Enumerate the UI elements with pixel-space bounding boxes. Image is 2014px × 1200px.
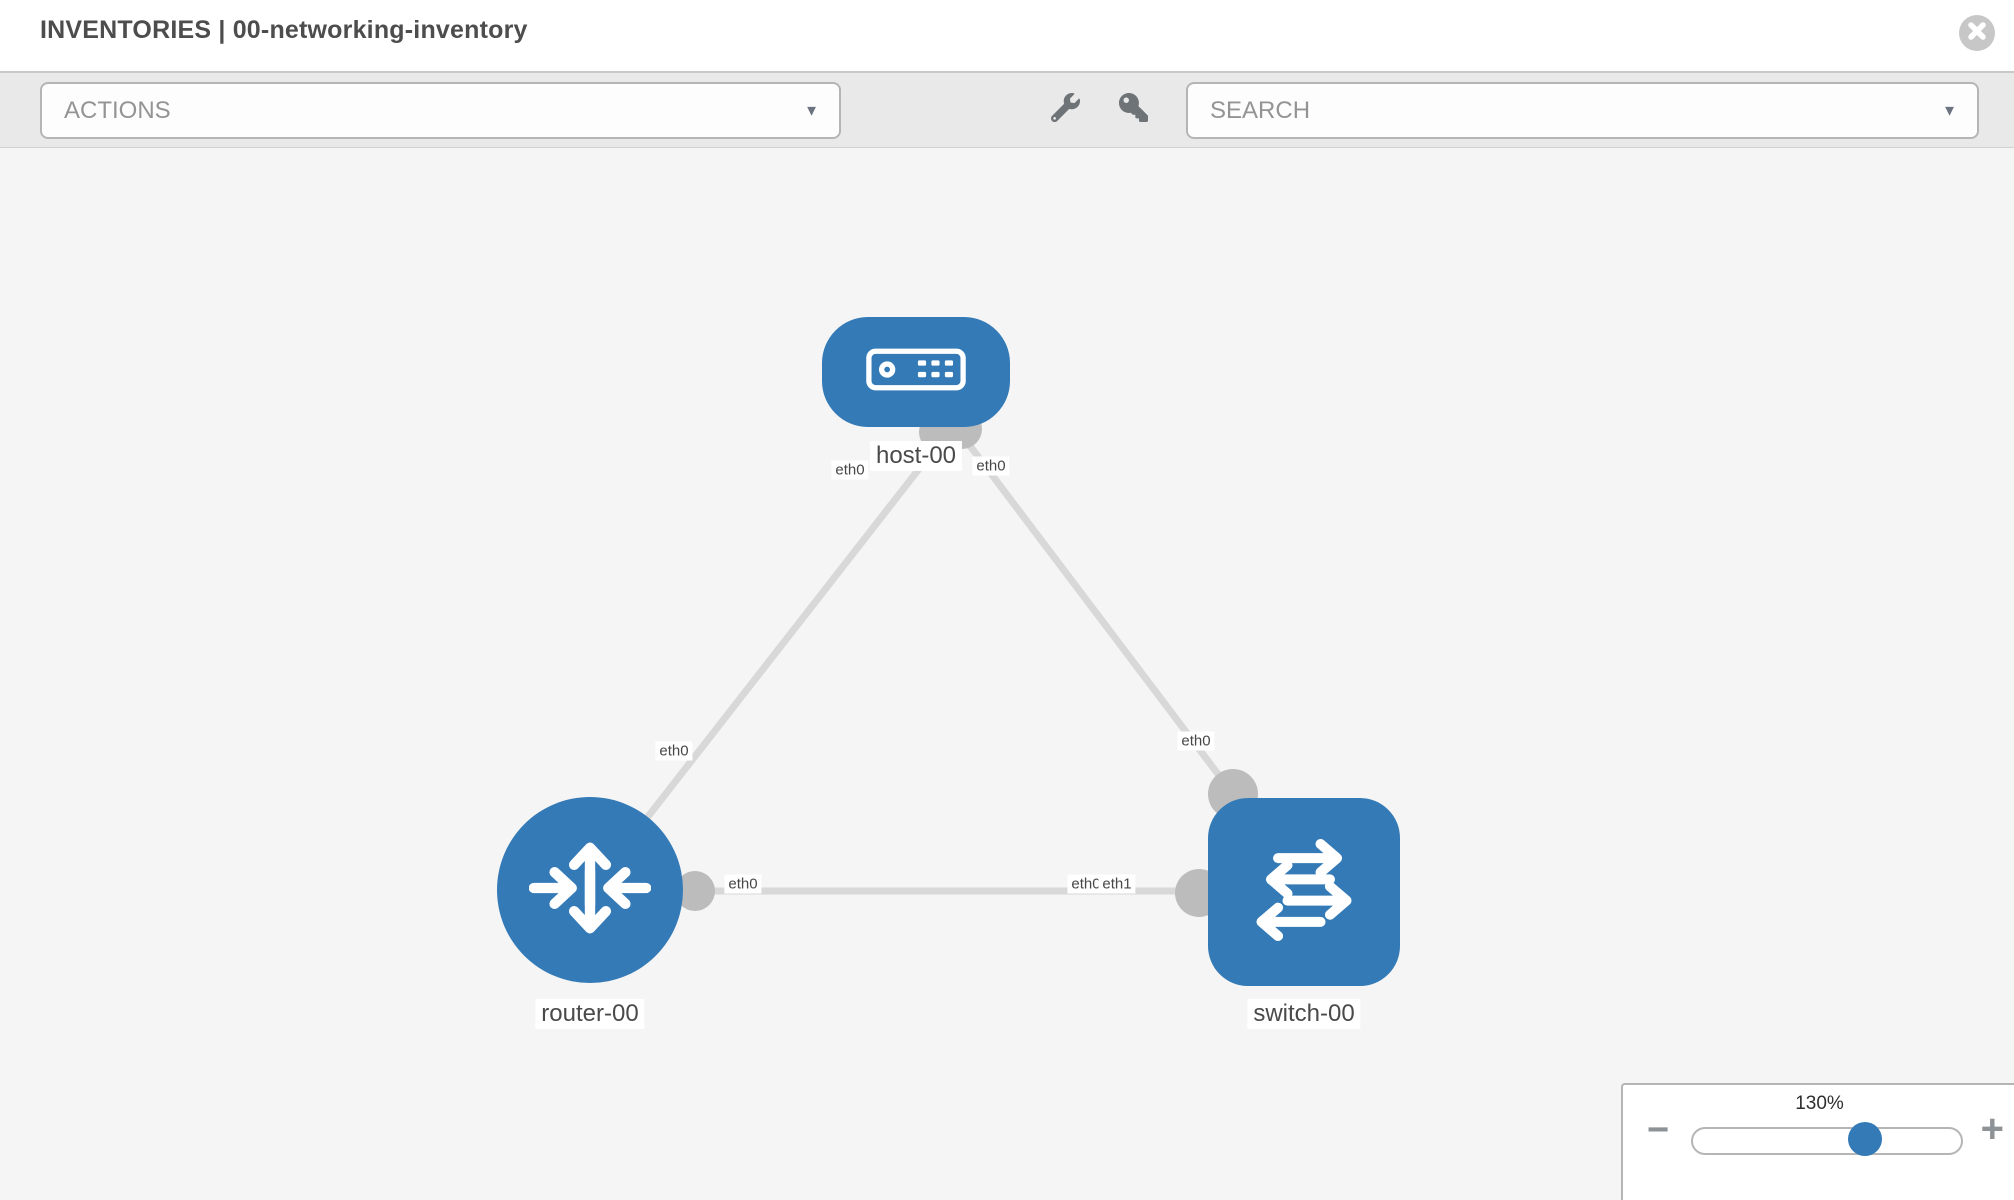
node-switch-00[interactable]: [1208, 798, 1400, 986]
page-title: INVENTORIES | 00-networking-inventory: [40, 16, 528, 44]
node-label-switch: switch-00: [1247, 999, 1361, 1029]
zoom-out-button[interactable]: −: [1647, 1111, 1669, 1149]
actions-dropdown[interactable]: ACTIONS ▼: [40, 82, 841, 139]
iface-label-switch-eth1: eth1: [1098, 874, 1136, 894]
link-router-host: [587, 430, 950, 894]
iface-label-switch-eth0-up: eth0: [1177, 731, 1215, 751]
connector-router-eth0: [675, 871, 715, 911]
iface-label-host-eth0-right: eth0: [972, 456, 1010, 476]
zoom-panel: 130% − +: [1621, 1083, 2014, 1200]
node-label-router: router-00: [535, 999, 645, 1029]
actions-dropdown-label: ACTIONS: [64, 96, 171, 124]
header-bar: INVENTORIES | 00-networking-inventory: [0, 0, 2014, 73]
close-button[interactable]: [1959, 15, 1995, 51]
iface-label-host-eth0-left: eth0: [831, 460, 869, 480]
iface-label-router-eth0-across: eth0: [724, 874, 762, 894]
node-host-00[interactable]: [822, 317, 1010, 427]
key-icon: [1118, 93, 1148, 127]
zoom-slider-thumb[interactable]: [1848, 1122, 1882, 1156]
plus-icon: +: [1980, 1107, 2004, 1151]
node-label-host: host-00: [869, 441, 963, 471]
topology-canvas[interactable]: host-00 router-00 switch-00 eth0 eth0 et…: [0, 148, 2014, 1200]
zoom-slider[interactable]: [1691, 1122, 1963, 1156]
switch-icon: [1245, 831, 1363, 954]
host-icon: [866, 348, 966, 396]
search-dropdown[interactable]: SEARCH ▼: [1186, 82, 1979, 139]
chevron-down-icon: ▼: [804, 102, 819, 119]
iface-label-router-eth0-up: eth0: [655, 741, 693, 761]
close-icon: [1967, 21, 1987, 46]
node-router-00[interactable]: [497, 797, 683, 983]
adjust-tool-button[interactable]: [1044, 90, 1086, 130]
toolbar: ACTIONS ▼ SEARCH ▼: [0, 73, 2014, 148]
zoom-in-button[interactable]: +: [1981, 1109, 2004, 1149]
chevron-down-icon: ▼: [1942, 102, 1957, 119]
iface-label-switch-eth0-overlapped: eth0: [1067, 874, 1105, 894]
search-dropdown-label: SEARCH: [1210, 96, 1311, 124]
wrench-icon: [1050, 93, 1080, 127]
router-icon: [528, 827, 652, 954]
zoom-level-value: 130%: [1795, 1093, 1844, 1114]
key-tool-button[interactable]: [1112, 90, 1154, 130]
minus-icon: −: [1647, 1109, 1670, 1151]
topology-links-layer: [587, 409, 1258, 917]
